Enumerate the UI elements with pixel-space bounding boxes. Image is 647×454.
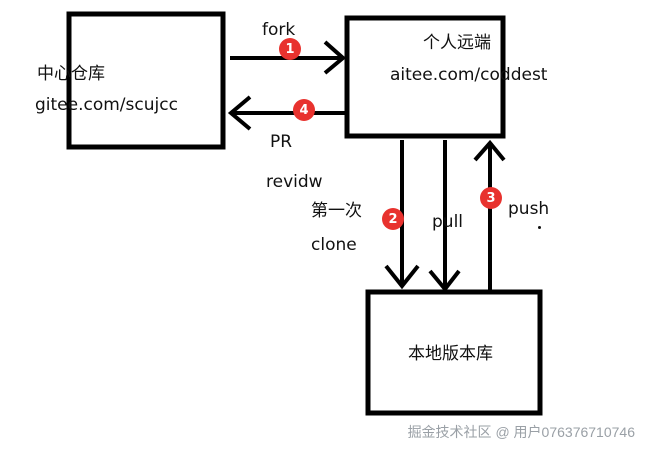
- local-repo-title: 本地版本库: [408, 344, 493, 364]
- pull-label: pull: [432, 212, 464, 232]
- step-2-badge: 2: [382, 208, 404, 230]
- stray-dot: [538, 226, 541, 229]
- push-label: push: [508, 199, 550, 219]
- central-repo-box: [66, 11, 226, 150]
- central-repo-url: gitee.com/scujcc: [35, 95, 178, 115]
- push-arrow-head: [473, 139, 506, 162]
- step-3-badge: 3: [480, 187, 502, 209]
- local-repo-box: [365, 289, 543, 416]
- personal-remote-title: 个人远端: [423, 33, 491, 53]
- pr-arrow-head: [227, 95, 252, 131]
- clone-label-2: clone: [311, 235, 357, 255]
- pr-label: PR: [270, 132, 293, 152]
- fork-label: fork: [262, 20, 296, 40]
- watermark: 掘金技术社区 @ 用户076376710746: [407, 424, 635, 440]
- pr-label-2: revidw: [266, 174, 323, 188]
- fork-arrow-head: [323, 40, 347, 75]
- central-repo-title: 中心仓库: [37, 64, 105, 84]
- step-4-badge: 4: [293, 99, 315, 121]
- clone-label: 第一次: [311, 201, 362, 221]
- personal-remote-box: [344, 15, 506, 139]
- step-1-badge: 1: [279, 38, 301, 60]
- personal-remote-url: aitee.com/coddest: [390, 65, 548, 85]
- pull-arrow-head: [428, 269, 461, 293]
- clone-arrow-head: [384, 264, 420, 290]
